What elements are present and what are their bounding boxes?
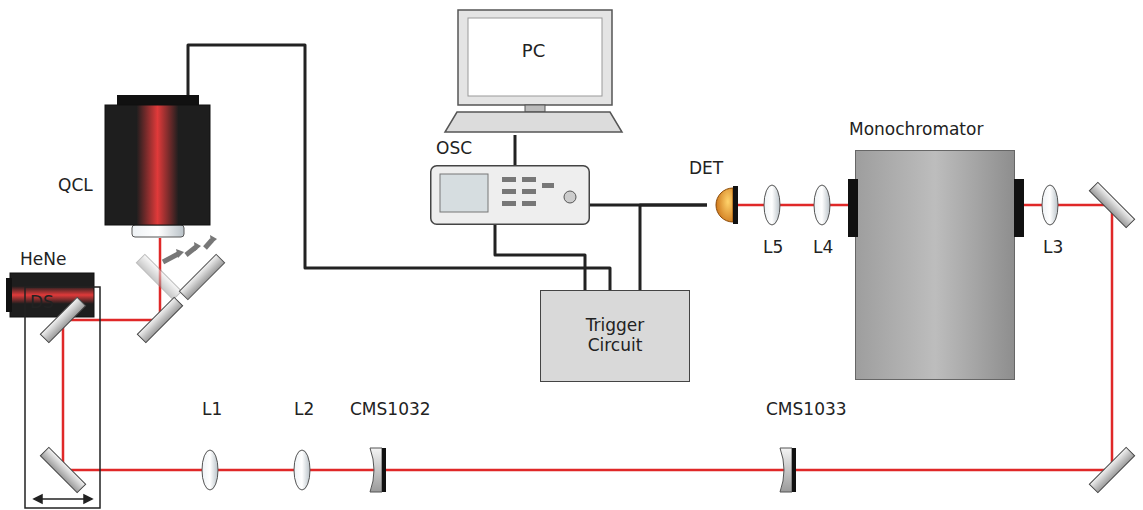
part-label: L1 [202,400,222,420]
part-label: DS [30,293,54,313]
oscilloscope: OSC [430,165,590,225]
oscilloscope-drawing [430,165,590,225]
lens [1042,185,1058,225]
device-label: DET [689,158,723,178]
laser-beam [737,204,855,207]
qcl-lens [132,225,184,237]
part-label: L2 [294,400,314,420]
signal-cable [495,225,585,290]
stage-arrow [34,495,92,503]
mirror [40,447,85,492]
detector: DET [707,188,737,222]
box-label: PC [445,40,622,61]
lens [294,450,310,490]
detector-drawing [707,188,737,222]
device-label: Monochromator [849,119,983,139]
monochromator-drawing [856,151,1014,379]
part-label: L4 [813,238,833,258]
part-label: CMS1032 [350,400,431,420]
pc-computer: PC [445,10,622,135]
flip-mirrors [136,235,224,300]
mirror [1089,182,1134,227]
lens [202,450,218,490]
curved-mirror [780,448,796,492]
curved-mirror [370,448,386,492]
qcl-laser: QCL [105,95,210,225]
monochromator: Monochromator [855,150,1015,380]
signal-cable [640,205,707,290]
part-label: HeNe [20,250,66,270]
pc-computer-drawing [445,10,622,135]
device-label: OSC [436,138,472,158]
box-label: Trigger Circuit [560,316,670,355]
hene-laser-cap [6,278,12,312]
trigger-circuit: Trigger Circuit [540,290,690,382]
mirror [1089,447,1134,492]
lens [814,185,830,225]
part-label: L3 [1043,238,1063,258]
delay-stage [25,287,100,508]
mirror [137,297,182,342]
qcl-laser-drawing [105,95,210,225]
device-label: QCL [58,175,93,195]
signal-cable [514,135,517,165]
lens [764,185,780,225]
part-label: L5 [763,238,783,258]
part-label: CMS1033 [766,400,847,420]
